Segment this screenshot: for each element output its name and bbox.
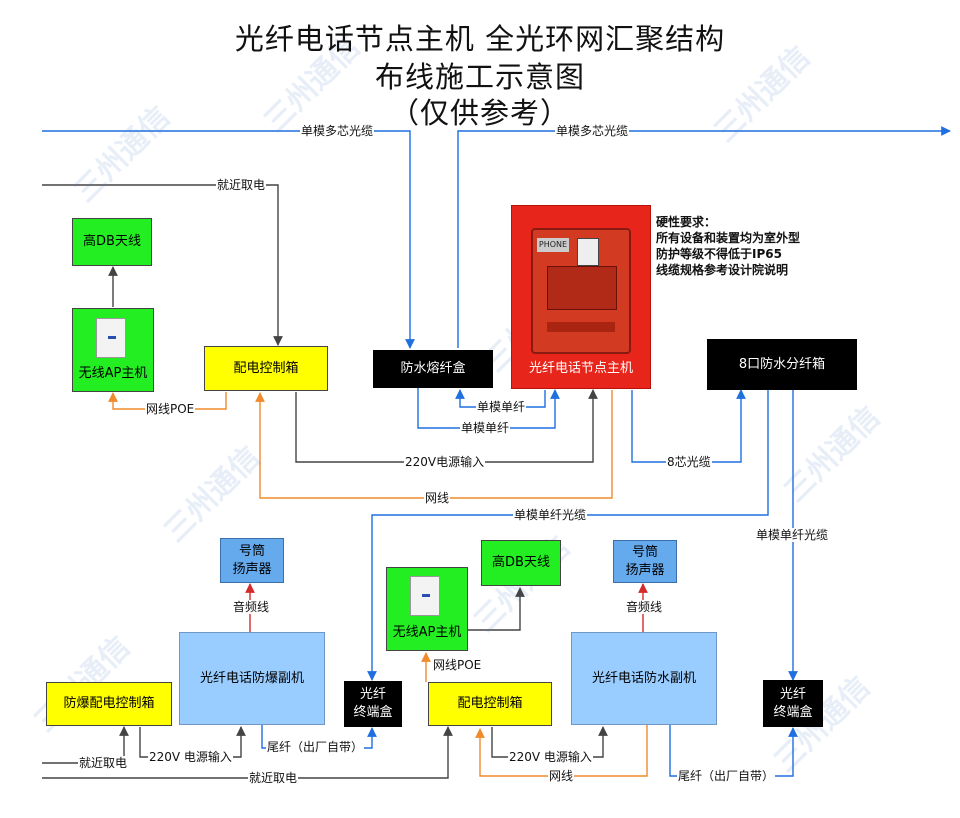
network-line — [255, 390, 613, 499]
cable-label: 8芯光缆 — [666, 455, 712, 469]
explosion-proof-power-box: 防爆配电控制箱 — [46, 682, 172, 726]
handset-icon — [577, 238, 599, 266]
cable-label: 单模单纤 — [476, 400, 527, 414]
cable-label: 单模多芯光缆 — [555, 124, 630, 138]
fiber-terminal-box-right: 光纤 终端盒 — [763, 680, 823, 727]
cable-label: 单模多芯光缆 — [300, 124, 375, 138]
horn-speaker-right: 号筒 扬声器 — [613, 540, 677, 583]
cable-label: 音频线 — [625, 600, 664, 614]
requirements-heading: 硬性要求： — [656, 215, 717, 229]
waterproof-splice-box: 防水熔纤盒 — [373, 350, 493, 388]
cable-label: 就近取电 — [216, 178, 267, 192]
fiber-line — [42, 130, 415, 349]
requirements-line: 所有设备和装置均为室外型 — [656, 231, 801, 245]
wireless-ap-top-label: 无线AP主机 — [78, 366, 148, 381]
cable-label: 尾纤（出厂自带） — [266, 740, 365, 754]
waterproof-phone: 光纤电话防水副机 — [571, 632, 717, 725]
power-control-box-top: 配电控制箱 — [204, 346, 328, 391]
hard-requirements-note: 硬性要求： 所有设备和装置均为室外型 防护等级不得低于IP65 线缆规格参考设计… — [656, 214, 800, 278]
phone-label: PHONE — [537, 238, 569, 252]
cabinet-strip — [547, 322, 615, 332]
cable-label: 网线POE — [145, 402, 196, 416]
explosion-proof-phone: 光纤电话防爆副机 — [179, 632, 325, 725]
ap-device-icon — [96, 318, 126, 358]
phone-cabinet-icon: PHONE — [531, 228, 631, 354]
wireless-ap-bottom-label: 无线AP主机 — [392, 625, 462, 640]
diagram-title-line2: 布线施工示意图 — [374, 60, 585, 94]
cable-label: 单模单纤 — [460, 421, 511, 435]
power-line — [42, 726, 453, 779]
antenna-bottom: 高DB天线 — [481, 540, 561, 586]
antenna-top: 高DB天线 — [72, 218, 152, 266]
cable-label: 220V 电源输入 — [148, 750, 233, 764]
diagram-title-line1: 光纤电话节点主机 全光环网汇聚结构 — [234, 22, 726, 56]
power-line — [295, 389, 598, 463]
diagram-title-line3: （仅供参考） — [389, 96, 570, 130]
power-line — [42, 184, 283, 346]
requirements-line: 防护等级不得低于IP65 — [656, 247, 782, 261]
power-control-box-bottom: 配电控制箱 — [428, 682, 552, 726]
cable-label: 就近取电 — [248, 771, 299, 785]
power-line — [468, 587, 525, 631]
cabinet-window — [547, 266, 617, 310]
cable-label: 尾纤（出厂自带） — [677, 769, 776, 783]
cable-label: 单模单纤光缆 — [755, 528, 830, 542]
cable-label: 单模单纤光缆 — [513, 508, 588, 522]
cable-label: 音频线 — [232, 600, 271, 614]
cable-label: 网线 — [424, 491, 451, 505]
fiber-terminal-box-left: 光纤 终端盒 — [344, 681, 402, 727]
requirements-line: 线缆规格参考设计院说明 — [656, 263, 789, 277]
splitter-box-8port: 8口防水分纤箱 — [707, 339, 857, 390]
cable-label: 网线POE — [432, 658, 483, 672]
fiber-line — [457, 126, 951, 348]
cable-label: 220V 电源输入 — [508, 750, 593, 764]
cable-label: 就近取电 — [78, 756, 129, 770]
ap-device-icon — [410, 576, 440, 616]
cable-label: 网线 — [548, 769, 575, 783]
horn-speaker-left: 号筒 扬声器 — [220, 538, 284, 583]
fiber-line — [631, 389, 746, 463]
cable-label: 220V电源输入 — [404, 455, 486, 469]
fiber-phone-node-host-label: 光纤电话节点主机 — [528, 361, 633, 376]
